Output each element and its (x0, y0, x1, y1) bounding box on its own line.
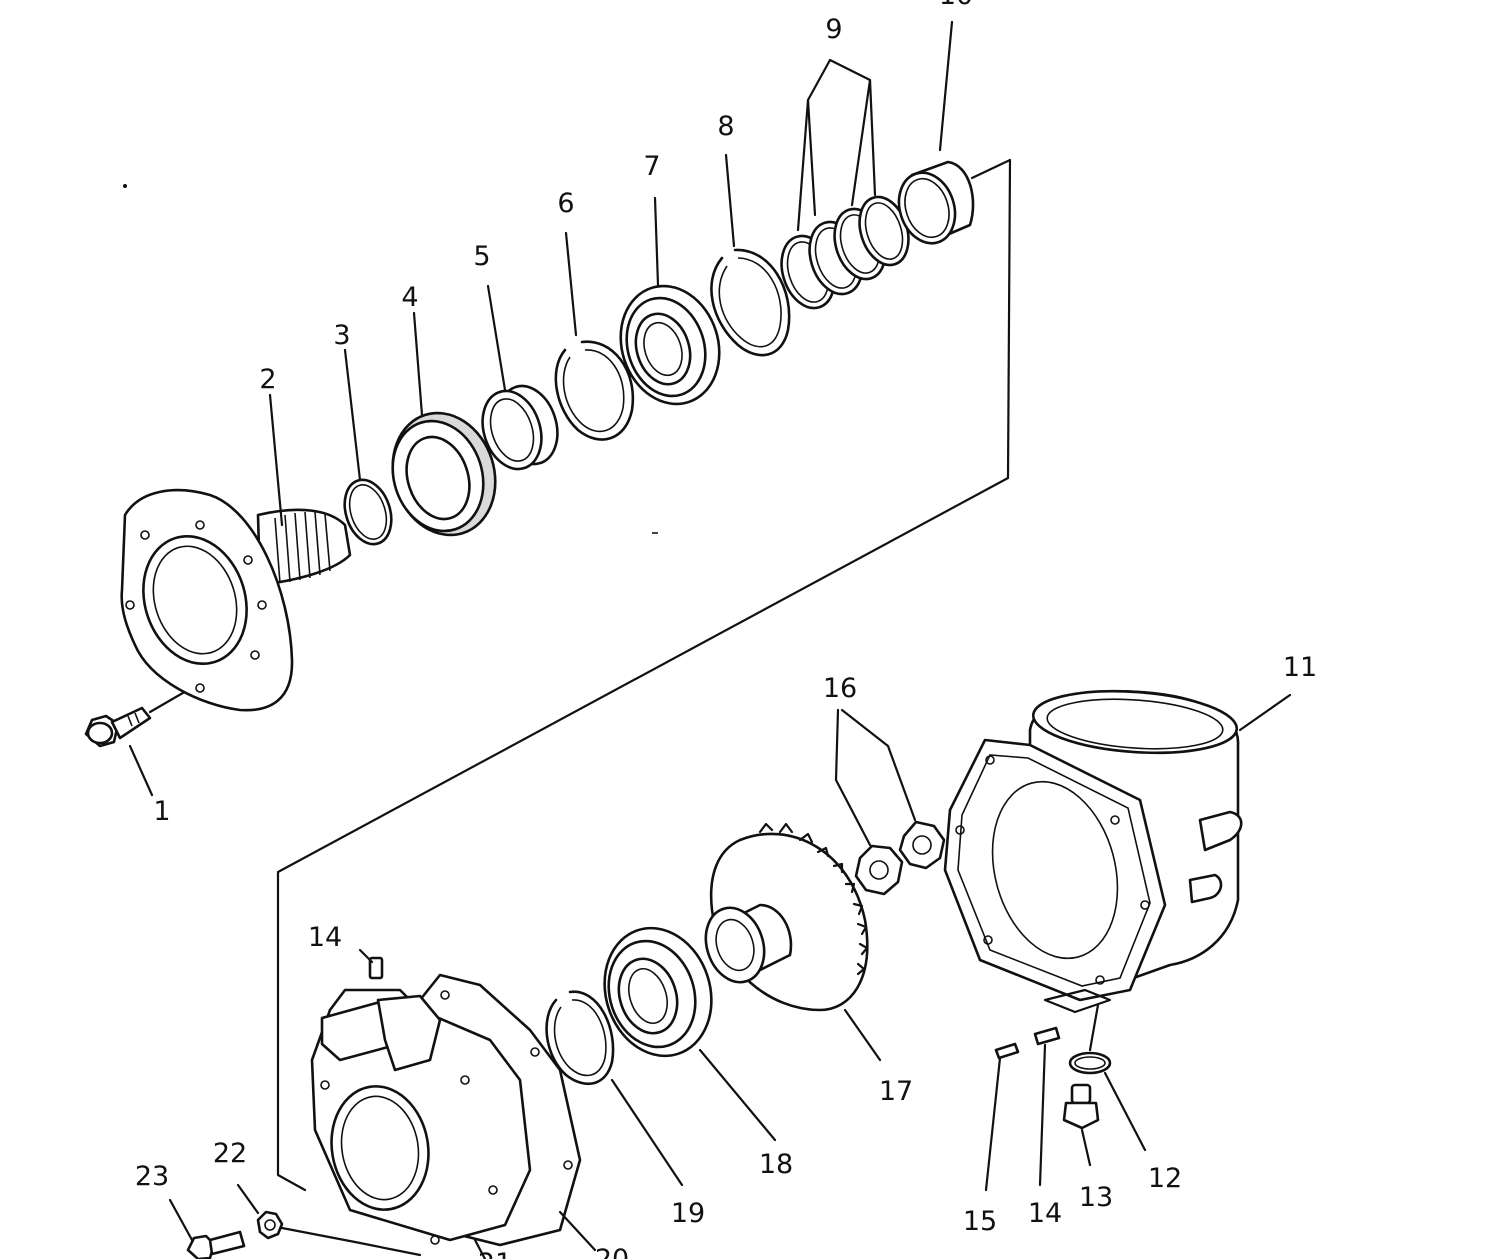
callout-4: 4 (401, 282, 418, 313)
callout-17: 17 (879, 1076, 913, 1107)
callout-7: 7 (643, 151, 660, 182)
callout-8: 8 (717, 111, 734, 142)
part-2-flange-shaft (120, 488, 352, 712)
callout-9: 9 (825, 14, 842, 45)
callout-3: 3 (333, 320, 350, 351)
callout-10: 10 (939, 0, 973, 11)
callout-14-left: 14 (308, 922, 342, 953)
part-15-pin (994, 1042, 1020, 1060)
part-3-o-ring (343, 478, 393, 546)
callout-19: 19 (671, 1198, 705, 1229)
callout-6: 6 (557, 188, 574, 219)
part-5-collar (481, 384, 559, 471)
part-22-washer (256, 1210, 284, 1240)
callout-14-right: 14 (1028, 1198, 1062, 1229)
part-11-housing (943, 689, 1243, 1014)
assembly-bracket-lines (276, 158, 1012, 1192)
callout-15: 15 (963, 1206, 997, 1237)
part-9-shims (780, 195, 910, 310)
part-1-bolt (84, 688, 190, 748)
leader-lines (128, 20, 1292, 1259)
speck-mark (123, 184, 127, 188)
callout-18: 18 (759, 1149, 793, 1180)
callout-20: 20 (595, 1244, 629, 1259)
callout-13: 13 (1079, 1182, 1113, 1213)
part-12-o-ring (1068, 1051, 1112, 1075)
part-6-snap-ring (554, 340, 635, 441)
part-8-snap-ring (710, 248, 791, 357)
part-18-bearing (603, 926, 713, 1058)
callout-2: 2 (259, 364, 276, 395)
part-13-plug (1062, 1083, 1100, 1130)
part-4-seal (391, 411, 497, 537)
part-14-pin-left (368, 956, 384, 980)
part-14-pin-right (1033, 1026, 1061, 1046)
part-16-nuts (854, 820, 946, 896)
part-20-cover-housing (310, 973, 582, 1247)
callout-16: 16 (823, 673, 857, 704)
callout-22: 22 (213, 1138, 247, 1169)
callout-11: 11 (1283, 652, 1317, 683)
part-19-snap-ring (545, 990, 615, 1085)
callout-1: 1 (153, 796, 170, 827)
callout-labels: 1 2 3 4 5 6 7 8 9 10 11 12 13 14 14 15 1… (135, 0, 1317, 1259)
callout-21: 21 (478, 1248, 512, 1259)
part-10-sleeve (897, 160, 975, 245)
callout-12: 12 (1148, 1163, 1182, 1194)
part-7-bearing (619, 284, 721, 406)
part-23-bolt (186, 1230, 246, 1259)
callout-23: 23 (135, 1161, 169, 1192)
part-17-gear (704, 822, 869, 1012)
callout-5: 5 (473, 241, 490, 272)
